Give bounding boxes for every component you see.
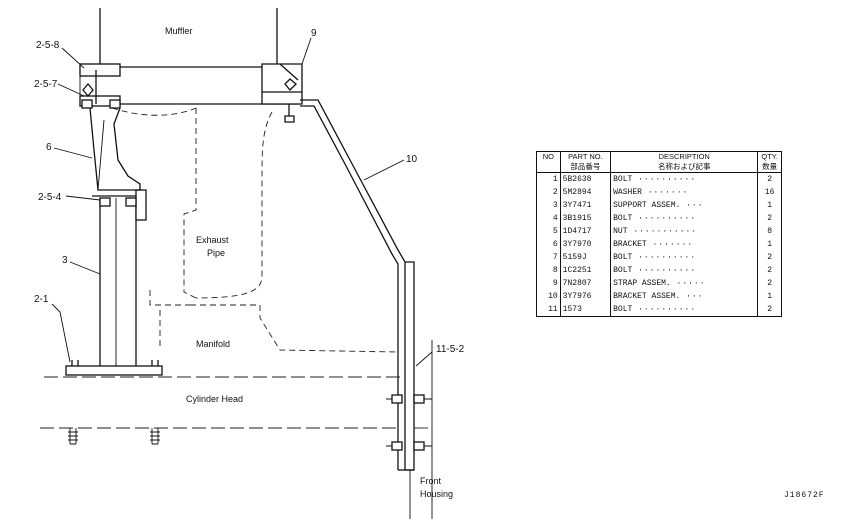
label-manifold: Manifold — [196, 339, 230, 349]
row-part: 1D4717 — [559, 225, 612, 238]
label-housing: Housing — [420, 489, 453, 499]
row-desc: BOLT ·········· — [610, 264, 759, 277]
callout-2-1: 2-1 — [34, 294, 49, 305]
label-cylinder-head: Cylinder Head — [186, 394, 243, 404]
row-desc: BOLT ·········· — [610, 172, 759, 186]
left-strap-clamp — [79, 63, 121, 107]
row-qty: 2 — [757, 172, 782, 186]
row-desc: WASHER ······· — [610, 186, 759, 199]
row-no: 1 — [536, 172, 561, 186]
row-no: 10 — [536, 290, 561, 303]
label-front: Front — [420, 476, 442, 486]
callout-2-5-8: 2-5-8 — [36, 40, 60, 51]
row-part: 3Y7976 — [559, 290, 612, 303]
row-no: 9 — [536, 277, 561, 290]
row-no: 4 — [536, 212, 561, 225]
callout-10: 10 — [406, 154, 418, 165]
row-desc: STRAP ASSEM. ····· — [610, 277, 759, 290]
label-pipe: Pipe — [207, 248, 225, 258]
row-qty: 2 — [757, 303, 782, 317]
row-desc: NUT ··········· — [610, 225, 759, 238]
row-desc: BRACKET ASSEM. ··· — [610, 290, 759, 303]
row-no: 11 — [536, 303, 561, 317]
row-no: 2 — [536, 186, 561, 199]
row-desc: BRACKET ······· — [610, 238, 759, 251]
row-desc: BOLT ·········· — [610, 303, 759, 317]
row-part: 5B2638 — [559, 172, 612, 186]
row-part: 7N2807 — [559, 277, 612, 290]
label-exhaust: Exhaust — [196, 235, 229, 245]
row-qty: 16 — [757, 186, 782, 199]
header-part: PART NO.部品番号 — [559, 151, 612, 173]
drawing-code: J18672F — [784, 491, 825, 500]
callout-2-5-4: 2-5-4 — [38, 192, 62, 203]
callout-9: 9 — [311, 28, 317, 39]
header-no: NO — [536, 151, 561, 173]
engine-block-lines — [40, 340, 433, 519]
label-muffler: Muffler — [165, 26, 192, 36]
row-qty: 2 — [757, 264, 782, 277]
callout-6: 6 — [46, 142, 52, 153]
row-qty: 1 — [757, 290, 782, 303]
row-no: 6 — [536, 238, 561, 251]
row-qty: 2 — [757, 277, 782, 290]
row-no: 5 — [536, 225, 561, 238]
row-part: 1C2251 — [559, 264, 612, 277]
row-no: 3 — [536, 199, 561, 212]
row-qty: 1 — [757, 238, 782, 251]
leader-lines — [51, 37, 433, 367]
bracket-10 — [300, 99, 415, 471]
right-strap-clamp — [261, 63, 303, 123]
row-qty: 8 — [757, 225, 782, 238]
row-desc: BOLT ·········· — [610, 212, 759, 225]
row-part: 5M2894 — [559, 186, 612, 199]
callout-2-5-7: 2-5-7 — [34, 79, 58, 90]
row-qty: 1 — [757, 199, 782, 212]
row-part: 3Y7970 — [559, 238, 612, 251]
row-part: 3B1915 — [559, 212, 612, 225]
callout-11-5-2: 11-5-2 — [436, 344, 465, 355]
row-no: 8 — [536, 264, 561, 277]
row-part: 1573 — [559, 303, 612, 317]
row-part: 3Y7471 — [559, 199, 612, 212]
exhaust-pipe-outline — [111, 107, 399, 353]
callout-3: 3 — [62, 255, 68, 266]
row-part: 5159J — [559, 251, 612, 264]
row-qty: 2 — [757, 251, 782, 264]
bracket-6 — [89, 107, 141, 191]
header-qty: QTY.数量 — [757, 151, 782, 173]
support-column — [65, 189, 163, 376]
row-no: 7 — [536, 251, 561, 264]
row-qty: 2 — [757, 212, 782, 225]
row-desc: BOLT ·········· — [610, 251, 759, 264]
row-desc: SUPPORT ASSEM. ··· — [610, 199, 759, 212]
bolt-heads — [81, 99, 432, 451]
